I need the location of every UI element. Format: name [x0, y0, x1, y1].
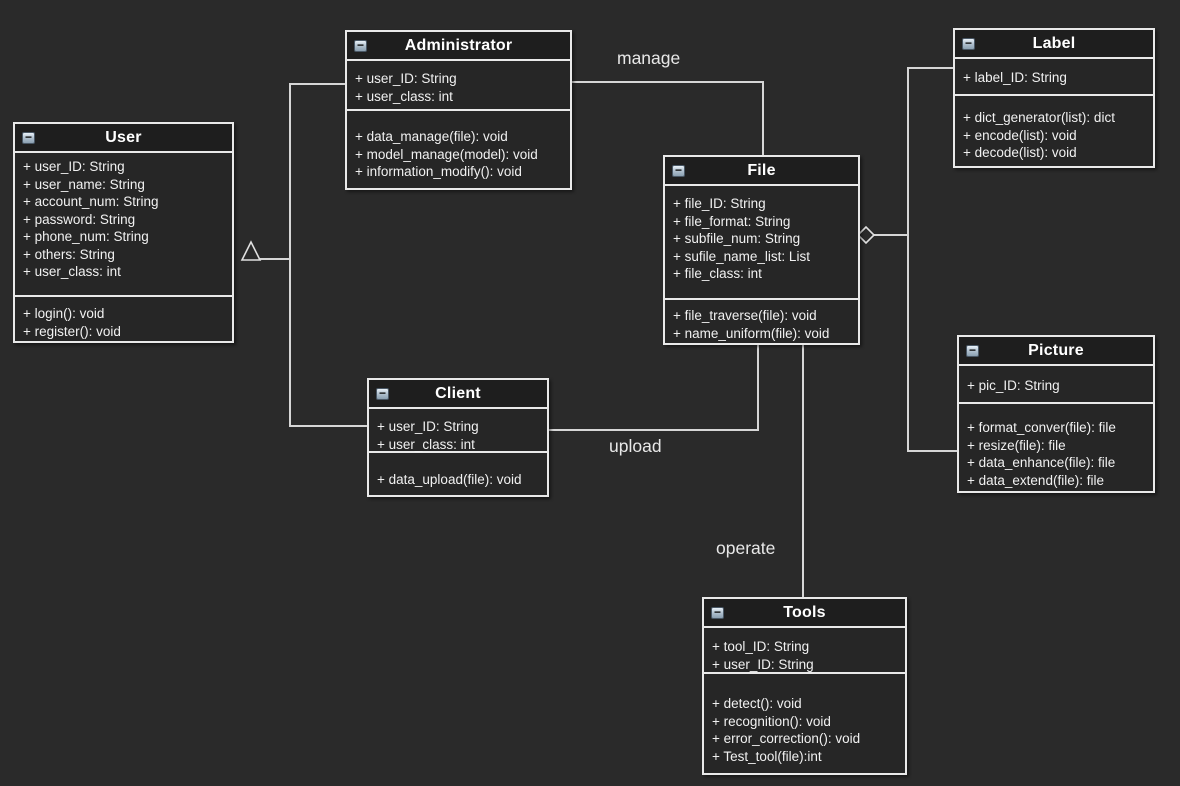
attribute: + password: String — [23, 211, 136, 227]
class-picture-methods: + format_conver(file): file + resize(fil… — [959, 404, 1153, 491]
attribute: + file_class: int — [673, 266, 762, 281]
class-client-attributes: + user_ID: String + user_class: int — [369, 409, 547, 453]
method: + data_extend(file): file — [967, 472, 1104, 488]
method: + data_manage(file): void — [355, 129, 508, 144]
class-client-titlebar: − Client — [369, 380, 547, 409]
method: + decode(list): void — [963, 145, 1077, 160]
class-client-methods: + data_upload(file): void — [369, 453, 547, 495]
class-administrator[interactable]: − Administrator + user_ID: String + user… — [345, 30, 572, 190]
upload-connector — [549, 345, 759, 431]
class-name: Administrator — [404, 37, 513, 54]
method: + resize(file): file — [967, 437, 1066, 453]
class-tools[interactable]: − Tools + tool_ID: String + user_ID: Str… — [702, 597, 907, 775]
method: + file_traverse(file): void — [673, 308, 817, 323]
aggregation-branch-picture — [907, 235, 957, 452]
class-client[interactable]: − Client + user_ID: String + user_class:… — [367, 378, 549, 497]
attribute: + user_class: int — [355, 88, 453, 104]
manage-connector — [572, 81, 764, 155]
attribute: + user_ID: String — [377, 419, 479, 434]
class-administrator-titlebar: − Administrator — [347, 32, 570, 61]
class-user-attributes: + user_ID: String + user_name: String + … — [15, 153, 232, 297]
class-name: File — [747, 162, 776, 179]
class-picture-attributes: + pic_ID: String — [959, 366, 1153, 404]
collapse-icon[interactable]: − — [22, 131, 35, 144]
class-label-attributes: + label_ID: String — [955, 59, 1153, 96]
attribute: + user_ID: String — [23, 159, 125, 174]
class-user[interactable]: − User + user_ID: String + user_name: St… — [13, 122, 234, 343]
class-picture-titlebar: − Picture — [959, 337, 1153, 366]
inheritance-triangle-icon — [240, 240, 262, 261]
method: + login(): void — [23, 306, 105, 321]
class-user-methods: + login(): void + register(): void — [15, 297, 232, 341]
collapse-icon[interactable]: − — [376, 387, 389, 400]
attribute: + user_name: String — [23, 176, 145, 192]
relationship-label-manage: manage — [617, 48, 681, 68]
class-tools-methods: + detect(): void + recognition(): void +… — [704, 674, 905, 773]
class-name: Label — [1032, 35, 1076, 52]
generalization-connector — [289, 83, 367, 427]
method: + recognition(): void — [712, 713, 831, 729]
attribute: + subfile_num: String — [673, 231, 801, 246]
method: + name_uniform(file): void — [673, 325, 830, 341]
class-file-titlebar: − File — [665, 157, 858, 186]
attribute: + label_ID: String — [963, 70, 1067, 85]
method: + data_upload(file): void — [377, 472, 522, 487]
class-label[interactable]: − Label + label_ID: String + dict_genera… — [953, 28, 1155, 168]
collapse-icon[interactable]: − — [966, 344, 979, 357]
attribute: + account_num: String — [23, 194, 159, 209]
method: + model_manage(model): void — [355, 146, 538, 162]
class-user-titlebar: − User — [15, 124, 232, 153]
class-administrator-methods: + data_manage(file): void + model_manage… — [347, 111, 570, 188]
class-name: Client — [435, 385, 481, 402]
class-name: Picture — [1028, 342, 1084, 359]
attribute: + user_ID: String — [355, 71, 457, 86]
attribute: + phone_num: String — [23, 229, 149, 244]
method: + encode(list): void — [963, 127, 1077, 143]
attribute: + others: String — [23, 246, 115, 262]
attribute: + user_ID: String — [712, 656, 814, 672]
attribute: + user_class: int — [377, 436, 475, 452]
class-tools-titlebar: − Tools — [704, 599, 905, 628]
method: + data_enhance(file): file — [967, 455, 1116, 470]
class-file[interactable]: − File + file_ID: String + file_format: … — [663, 155, 860, 345]
collapse-icon[interactable]: − — [672, 164, 685, 177]
method: + dict_generator(list): dict — [963, 110, 1115, 125]
class-tools-attributes: + tool_ID: String + user_ID: String — [704, 628, 905, 674]
class-administrator-attributes: + user_ID: String + user_class: int — [347, 61, 570, 111]
class-file-attributes: + file_ID: String + file_format: String … — [665, 186, 858, 300]
class-name: User — [105, 129, 142, 146]
aggregation-connector — [874, 67, 953, 236]
class-label-methods: + dict_generator(list): dict + encode(li… — [955, 96, 1153, 166]
attribute: + file_ID: String — [673, 196, 766, 211]
class-picture[interactable]: − Picture + pic_ID: String + format_conv… — [957, 335, 1155, 493]
collapse-icon[interactable]: − — [962, 37, 975, 50]
attribute: + user_class: int — [23, 264, 121, 279]
method: + error_correction(): void — [712, 731, 861, 746]
class-file-methods: + file_traverse(file): void + name_unifo… — [665, 300, 858, 343]
method: + Test_tool(file):int — [712, 748, 822, 764]
aggregation-diamond-icon — [856, 225, 876, 245]
method: + register(): void — [23, 323, 121, 339]
attribute: + pic_ID: String — [967, 378, 1060, 393]
relationship-label-operate: operate — [716, 538, 776, 558]
class-label-titlebar: − Label — [955, 30, 1153, 59]
method: + information_modify(): void — [355, 164, 522, 179]
collapse-icon[interactable]: − — [354, 39, 367, 52]
relationship-label-upload: upload — [609, 436, 662, 456]
method: + detect(): void — [712, 696, 802, 711]
method: + format_conver(file): file — [967, 420, 1116, 435]
attribute: + sufile_name_list: List — [673, 248, 810, 264]
attribute: + file_format: String — [673, 213, 791, 229]
attribute: + tool_ID: String — [712, 639, 810, 654]
collapse-icon[interactable]: − — [711, 606, 724, 619]
class-name: Tools — [783, 604, 826, 621]
